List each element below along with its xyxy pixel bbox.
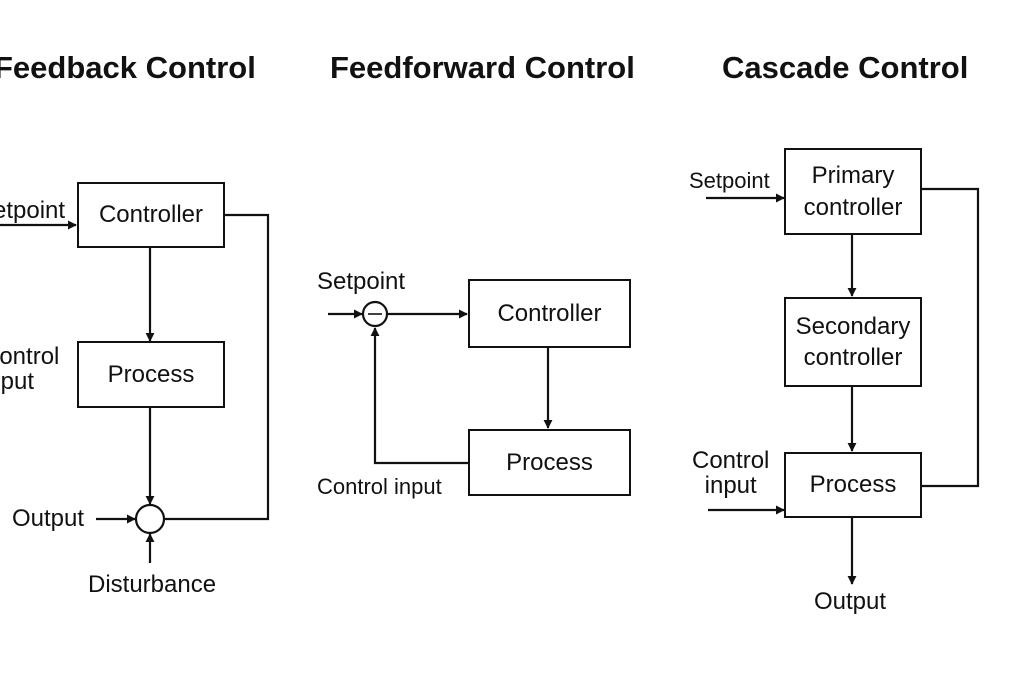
cc-secondary-controller-box: Secondary controller bbox=[784, 297, 922, 387]
fb-setpoint-label: Setpoint bbox=[0, 197, 66, 224]
ff-setpoint-label: Setpoint bbox=[317, 268, 406, 295]
fb-output-label: Output bbox=[12, 505, 85, 532]
fb-feedback-path bbox=[165, 213, 270, 521]
fb-controller-label: Controller bbox=[98, 201, 204, 229]
ff-return-path bbox=[370, 327, 468, 465]
ff-process-box: Process bbox=[468, 429, 631, 496]
cc-outer-loop-path bbox=[921, 187, 980, 488]
cc-secondary-controller-label: Secondary controller bbox=[795, 312, 911, 371]
ff-controller-label: Controller bbox=[497, 299, 602, 327]
cc-primary-controller-label: Primary controller bbox=[803, 162, 903, 221]
cc-setpoint-label: Setpoint bbox=[689, 168, 770, 193]
cc-process-box: Process bbox=[784, 452, 922, 518]
cc-process-label: Process bbox=[809, 471, 897, 499]
fb-process-box: Process bbox=[77, 341, 225, 408]
cc-output-label: Output bbox=[814, 588, 887, 615]
ff-control-input-label: Control input bbox=[317, 474, 442, 499]
cc-primary-controller-box: Primary controller bbox=[784, 148, 922, 235]
fb-controller-box: Controller bbox=[77, 182, 225, 248]
ff-controller-box: Controller bbox=[468, 279, 631, 348]
fb-summing-junction bbox=[134, 503, 166, 535]
feedback-title: Feedback Control bbox=[0, 50, 256, 85]
feedforward-title: Feedforward Control bbox=[330, 50, 635, 85]
ff-process-label: Process bbox=[506, 448, 593, 476]
cascade-title: Cascade Control bbox=[722, 50, 969, 85]
fb-process-label: Process bbox=[107, 360, 195, 388]
fb-control-input-label: Control input bbox=[0, 343, 60, 396]
fb-disturbance-label: Disturbance bbox=[88, 571, 217, 598]
cc-control-input-label: Control input bbox=[692, 447, 770, 500]
